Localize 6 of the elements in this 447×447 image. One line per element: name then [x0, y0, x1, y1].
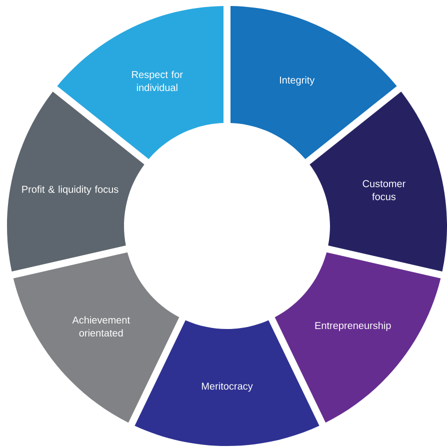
ring-segment: Achievement orientated [13, 252, 180, 423]
ring-segment: Profit & liquidity focus [7, 92, 144, 272]
ring-segment: Respect for individual [57, 6, 224, 160]
ring-segment: Entrepreneurship [274, 252, 441, 423]
ring-segment: Customer focus [310, 92, 447, 272]
ring-segment: Integrity [230, 6, 397, 160]
